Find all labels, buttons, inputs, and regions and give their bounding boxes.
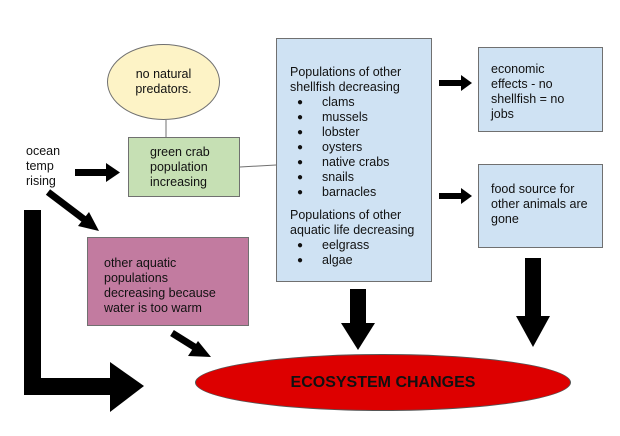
ecosystem-changes-node: ECOSYSTEM CHANGES: [195, 354, 571, 411]
arrow-aquatic-to-ecosystem: [170, 330, 211, 357]
economic-effects-node: economic effects - no shellfish = no job…: [478, 47, 603, 132]
other-aquatic-line: decreasing because: [104, 286, 216, 300]
arrow-ocean-to-ecosystem-l: [24, 210, 144, 412]
ocean-temp-line: ocean: [26, 144, 61, 158]
shellfish-list: clams mussels lobster oysters native cra…: [290, 95, 431, 200]
list-item: lobster: [290, 125, 431, 140]
food-source-line: food source for: [491, 182, 575, 196]
green-crab-line: population: [150, 160, 208, 174]
arrow-shellfish-to-ecosystem: [341, 289, 375, 350]
no-predators-node: no natural predators.: [107, 44, 220, 120]
economic-line: shellfish = no: [491, 92, 565, 106]
ecosystem-changes-text: ECOSYSTEM CHANGES: [290, 374, 476, 391]
other-aquatic-line: water is too warm: [104, 301, 202, 315]
food-source-line: gone: [491, 212, 519, 226]
arrow-ocean-to-aquatic: [45, 189, 99, 231]
arrow-ocean-to-crab: [75, 163, 120, 182]
economic-line: economic: [491, 62, 545, 76]
other-aquatic-line: populations: [104, 271, 168, 285]
list-item: native crabs: [290, 155, 431, 170]
arrow-food-to-ecosystem: [516, 258, 550, 347]
food-source-node: food source for other animals are gone: [478, 164, 603, 248]
list-item: eelgrass: [290, 238, 431, 253]
populations-node: Populations of other shellfish decreasin…: [276, 38, 432, 282]
arrow-to-economic: [439, 75, 472, 91]
arrow-to-food-source: [439, 188, 472, 204]
green-crab-node: green crab population increasing: [128, 137, 240, 197]
no-predators-text: no natural predators.: [135, 67, 192, 96]
list-item: barnacles: [290, 185, 431, 200]
green-crab-line: increasing: [150, 175, 207, 189]
shellfish-heading-line: shellfish decreasing: [290, 80, 400, 94]
list-item: snails: [290, 170, 431, 185]
ocean-temp-line: rising: [26, 174, 56, 188]
aquatic-heading-line: Populations of other: [290, 208, 402, 222]
ocean-temp-line: temp: [26, 159, 54, 173]
green-crab-line: green crab: [150, 145, 210, 159]
ocean-temp-node: ocean temp rising: [26, 144, 76, 189]
shellfish-heading-line: Populations of other: [290, 65, 402, 79]
list-item: mussels: [290, 110, 431, 125]
economic-line: effects - no: [491, 77, 553, 91]
food-source-line: other animals are: [491, 197, 588, 211]
aquatic-heading-line: aquatic life decreasing: [290, 223, 415, 237]
list-item: algae: [290, 253, 431, 268]
economic-line: jobs: [491, 107, 514, 121]
other-aquatic-node: other aquatic populations decreasing bec…: [87, 237, 249, 326]
aquatic-list: eelgrass algae: [290, 238, 431, 268]
list-item: oysters: [290, 140, 431, 155]
other-aquatic-line: other aquatic: [104, 256, 177, 270]
list-item: clams: [290, 95, 431, 110]
connector-crab-to-shellfish: [239, 164, 277, 168]
